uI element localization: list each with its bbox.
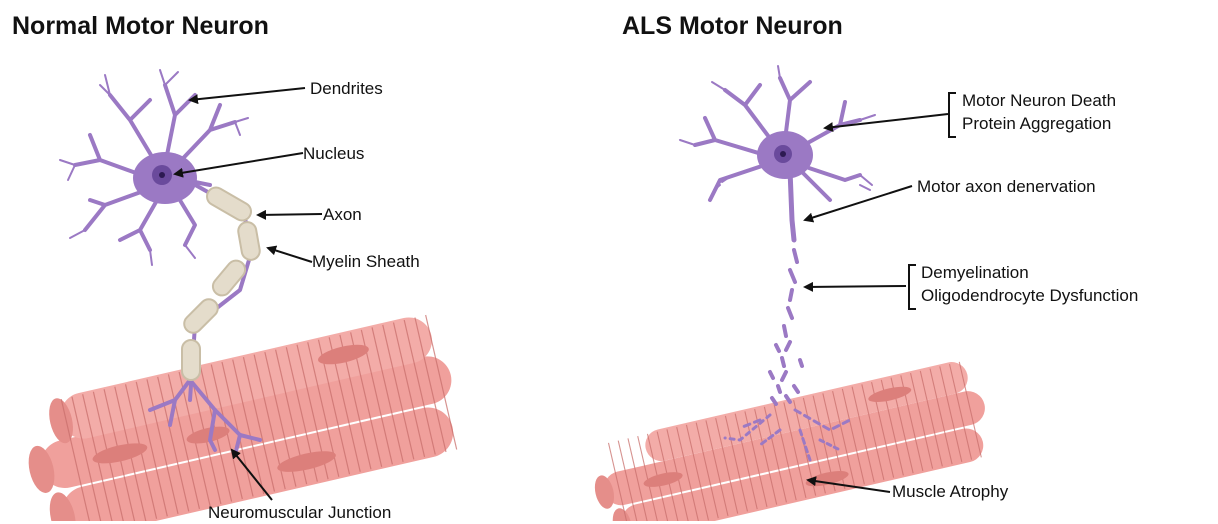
axon-fragment [782, 372, 786, 380]
als-panel-title: ALS Motor Neuron [622, 12, 843, 41]
arrow-dendrites [190, 88, 305, 100]
bracket-motor-neuron-death [948, 92, 956, 138]
arrow-nucleus [175, 153, 303, 174]
axon-fragment [778, 386, 780, 392]
healthy-cell-body [133, 152, 197, 204]
label-motor-neuron-death: Motor Neuron Death [962, 90, 1116, 112]
bracket-demyelination [908, 264, 916, 310]
arrow-demyelination [805, 286, 906, 287]
label-oligodendrocyte-dysfunction: Oligodendrocyte Dysfunction [921, 285, 1138, 307]
label-axon: Axon [323, 204, 362, 226]
fragmented-axon [770, 250, 802, 404]
axon-fragment [776, 345, 779, 351]
label-demyelination: Demyelination [921, 262, 1029, 284]
normal-panel-title: Normal Motor Neuron [12, 12, 269, 41]
axon-fragment [800, 360, 802, 366]
axon-fragment [790, 290, 792, 300]
label-myelin-sheath: Myelin Sheath [312, 251, 420, 273]
axon-fragment [788, 308, 792, 318]
axon-fragment [794, 386, 798, 392]
axon-fragment [782, 358, 784, 366]
label-muscle-atrophy: Muscle Atrophy [892, 481, 1008, 503]
axon-fragment [784, 326, 786, 336]
label-motor-axon-denervation: Motor axon denervation [917, 176, 1096, 198]
myelin-sheath-segments [180, 184, 261, 380]
arrow-myelin [268, 248, 312, 262]
healthy-muscle-fibers [15, 311, 468, 521]
label-dendrites: Dendrites [310, 78, 383, 100]
axon-fragment [794, 250, 797, 262]
als-cell-body [757, 131, 813, 179]
axon-fragment [770, 372, 773, 378]
axon-fragment [790, 270, 795, 282]
label-nucleus: Nucleus [303, 143, 364, 165]
label-protein-aggregation: Protein Aggregation [962, 113, 1111, 135]
axon-fragment [786, 342, 790, 350]
arrow-axon [258, 214, 322, 215]
